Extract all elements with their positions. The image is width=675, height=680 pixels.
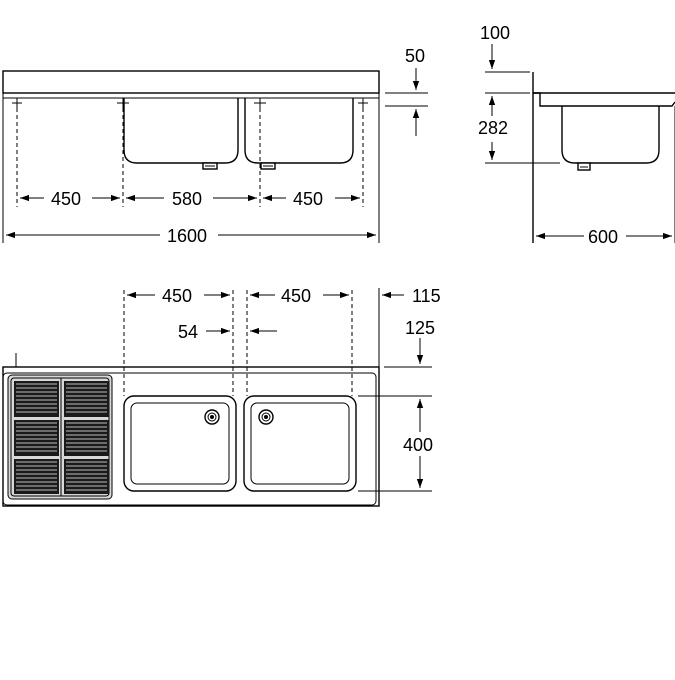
- front-right-bowl: [244, 98, 354, 164]
- dim-side-top-height: 100: [480, 23, 510, 43]
- front-left-bowl: [123, 98, 239, 164]
- drainer-block: [64, 420, 109, 456]
- dim-side-width: 600: [588, 227, 618, 247]
- front-view: 450 580 450 1600 50: [2, 46, 428, 246]
- dim-plan-right-bowl: 450: [281, 286, 311, 306]
- drainer-block: [64, 381, 109, 417]
- dim-front-right-bay: 450: [293, 189, 323, 209]
- plan-view: 450 450 115 54 125 400: [2, 286, 441, 507]
- drainer-block: [14, 381, 59, 417]
- drainer-block: [14, 420, 59, 456]
- drainer-block: [14, 459, 59, 494]
- side-view: 100 282 600: [478, 23, 675, 247]
- dim-plan-bowl-depth: 400: [403, 435, 433, 455]
- dim-plan-right-offset: 115: [412, 286, 441, 306]
- dim-side-bowl-depth: 282: [478, 118, 508, 138]
- dim-top-thickness: 50: [405, 46, 425, 66]
- dim-plan-gap: 54: [178, 322, 198, 342]
- dim-front-left-bay: 450: [51, 189, 81, 209]
- drainer-grate: [7, 374, 113, 500]
- plan-left-bowl: [123, 395, 237, 492]
- drainer-block: [64, 459, 109, 494]
- plan-right-bowl: [243, 395, 357, 492]
- front-countertop: [2, 70, 380, 94]
- dim-overall-length: 1600: [167, 226, 207, 246]
- dim-plan-front-offset: 125: [405, 318, 435, 338]
- drainer-ribs: [14, 381, 109, 494]
- front-center-marks: [12, 98, 368, 108]
- dim-front-center: 580: [172, 189, 202, 209]
- side-countertop: [533, 92, 675, 107]
- side-bowl: [561, 106, 660, 164]
- dim-plan-left-bowl: 450: [162, 286, 192, 306]
